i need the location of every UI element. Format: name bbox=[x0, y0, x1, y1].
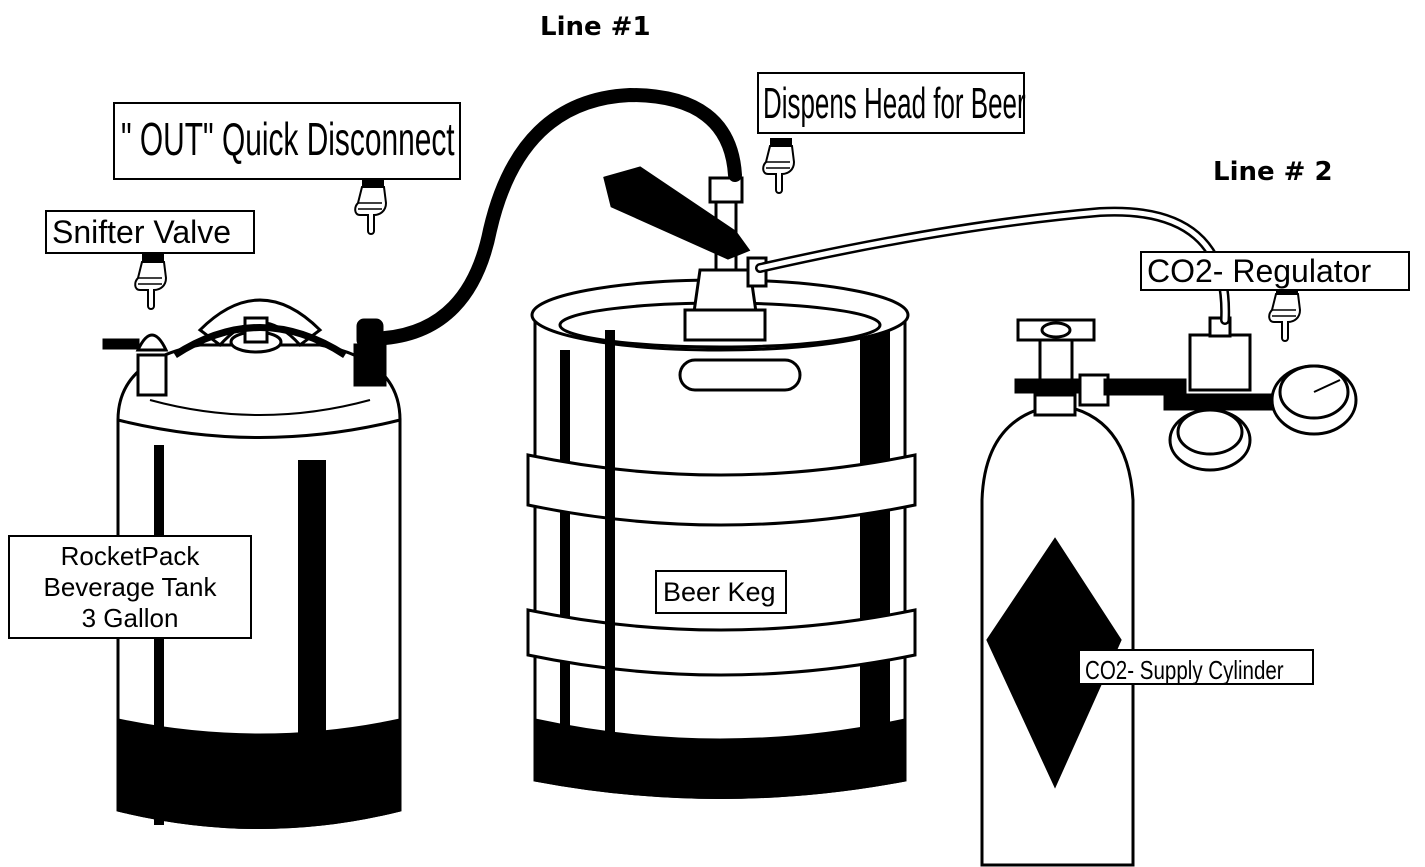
pointing-hand-icon bbox=[1269, 286, 1300, 341]
beer-keg-label: Beer Keg bbox=[655, 570, 787, 614]
co2-regulator-label: CO2- Regulator bbox=[1140, 251, 1410, 291]
pointing-hand-icon bbox=[355, 179, 386, 234]
line-2-label: Line # 2 bbox=[1213, 157, 1333, 187]
co2-supply-cylinder-label: CO2- Supply Cylinder bbox=[1078, 649, 1314, 685]
pointing-hand-icon bbox=[763, 138, 794, 193]
snifter-valve-label: Snifter Valve bbox=[45, 210, 255, 254]
co2-regulator bbox=[1105, 318, 1356, 470]
co2-cylinder bbox=[982, 320, 1133, 865]
out-quick-disconnect-label: " OUT" Quick Disconnect bbox=[113, 102, 461, 180]
beer-keg bbox=[528, 280, 915, 798]
line-1-label: Line #1 bbox=[540, 12, 651, 42]
dispens-head-label: Dispens Head for Beer bbox=[757, 72, 1025, 134]
rocketpack-label: RocketPack Beverage Tank 3 Gallon bbox=[8, 535, 252, 639]
pointing-hand-icon bbox=[135, 254, 166, 309]
